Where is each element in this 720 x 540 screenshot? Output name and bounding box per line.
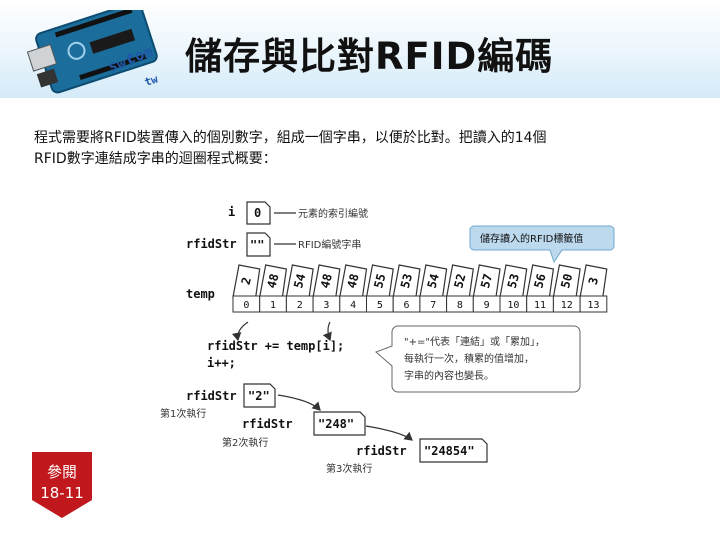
temp-value: 54 xyxy=(291,272,308,290)
intro-line-1: 程式需要將RFID裝置傳入的個別數字，組成一個字串，以便於比對。把讀入的14個 xyxy=(34,130,547,146)
temp-card: 3 xyxy=(579,264,608,298)
intro-line-2: RFID數字連結成字串的迴圈程式概要： xyxy=(34,151,277,167)
var-i-label: i xyxy=(228,205,235,219)
temp-card: 48 xyxy=(258,264,288,298)
run-3-label: rfidStr xyxy=(356,444,407,458)
temp-value: 52 xyxy=(451,272,468,290)
temp-card: 53 xyxy=(392,264,421,298)
temp-card: 54 xyxy=(419,264,448,298)
callout-top-bubble xyxy=(469,225,615,264)
temp-card: 2 xyxy=(232,264,261,298)
temp-value: 48 xyxy=(345,272,362,290)
temp-label: temp xyxy=(186,287,215,301)
var-i-value: 0 xyxy=(254,206,261,220)
flow-arrow-2 xyxy=(322,321,332,342)
reference-line-2: 18-11 xyxy=(40,484,84,502)
temp-index: 4 xyxy=(350,300,356,311)
temp-value: 54 xyxy=(425,272,442,290)
run-2-box xyxy=(313,411,366,436)
temp-value: 48 xyxy=(318,272,335,290)
temp-index: 9 xyxy=(484,300,490,311)
callout-mid-line-3: 字串的內容也變長。 xyxy=(404,369,494,382)
temp-card: 52 xyxy=(445,264,474,298)
run-1-box xyxy=(243,383,276,408)
code-line-1: rfidStr += temp[i]; xyxy=(207,339,344,353)
temp-index: 13 xyxy=(587,300,599,311)
temp-value: 50 xyxy=(558,272,575,290)
temp-value: 3 xyxy=(586,276,601,287)
temp-index: 5 xyxy=(377,300,383,311)
temp-index: 8 xyxy=(457,300,463,311)
temp-card: 55 xyxy=(365,264,394,298)
arduino-board-logo: swf com tw xyxy=(26,10,160,94)
reference-text: 參閱 18-11 xyxy=(30,462,94,504)
temp-index: 0 xyxy=(243,300,249,311)
logo-text-3: tw xyxy=(143,72,160,89)
run-3-box xyxy=(419,438,488,463)
temp-card: 53 xyxy=(499,264,528,298)
var-rfidstr-box xyxy=(246,232,271,257)
temp-index: 1 xyxy=(270,300,276,311)
temp-value: 53 xyxy=(505,272,522,290)
temp-card: 50 xyxy=(552,264,581,298)
temp-index: 12 xyxy=(561,300,573,311)
temp-card: 48 xyxy=(312,264,341,298)
callout-top-text: 儲存讀入的RFID標籤值 xyxy=(480,232,583,245)
temp-index: 3 xyxy=(323,300,329,311)
temp-index-cell xyxy=(579,295,608,313)
callout-mid-bubble xyxy=(375,325,581,393)
run-1-value: "2" xyxy=(248,389,270,403)
page-title: 儲存與比對RFID編碼 xyxy=(185,35,554,78)
reference-line-1: 參閱 xyxy=(46,463,77,481)
run-1-note: 第1次執行 xyxy=(160,407,206,420)
run-3-note: 第3次執行 xyxy=(326,462,372,475)
temp-card: 57 xyxy=(472,264,501,298)
intro-text: 程式需要將RFID裝置傳入的個別數字，組成一個字串，以便於比對。把讀入的14個 … xyxy=(34,128,694,170)
temp-value: 48 xyxy=(264,272,281,290)
flow-arrow-1 xyxy=(231,321,249,342)
run-1-label: rfidStr xyxy=(186,389,237,403)
temp-value: 53 xyxy=(398,272,415,290)
temp-card: 54 xyxy=(285,264,314,298)
callout-mid-line-1: "+="代表「連結」或「累加」， xyxy=(404,335,545,348)
flow-arrow-3 xyxy=(277,394,321,411)
temp-card: 56 xyxy=(525,264,555,298)
temp-index: 11 xyxy=(534,300,546,311)
var-rfidstr-note: RFID編號字串 xyxy=(298,238,361,251)
run-3-value: "24854" xyxy=(424,444,475,458)
run-2-label: rfidStr xyxy=(242,417,293,431)
temp-value: 57 xyxy=(478,272,495,290)
run-2-note: 第2次執行 xyxy=(222,436,268,449)
temp-index: 2 xyxy=(297,300,303,311)
var-rfidstr-label: rfidStr xyxy=(186,237,237,251)
var-i-note: 元素的索引編號 xyxy=(298,207,368,220)
temp-card: 48 xyxy=(339,264,368,298)
flow-arrow-4 xyxy=(365,425,413,441)
var-rfidstr-value: "" xyxy=(250,238,264,252)
var-i-box xyxy=(246,201,271,225)
temp-value: 56 xyxy=(531,272,548,290)
temp-index: 10 xyxy=(507,300,519,311)
code-line-2: i++; xyxy=(207,356,236,370)
temp-value: 55 xyxy=(371,272,388,290)
temp-cards: 2 48 54 48 48 55 53 54 52 57 53 56 50 3 xyxy=(232,264,608,298)
temp-index: 7 xyxy=(430,300,436,311)
temp-index: 6 xyxy=(404,300,410,311)
run-2-value: "248" xyxy=(318,417,354,431)
callout-mid-line-2: 每執行一次，積累的值增加， xyxy=(404,352,534,365)
reference-badge xyxy=(32,452,92,518)
temp-value: 2 xyxy=(239,276,254,287)
